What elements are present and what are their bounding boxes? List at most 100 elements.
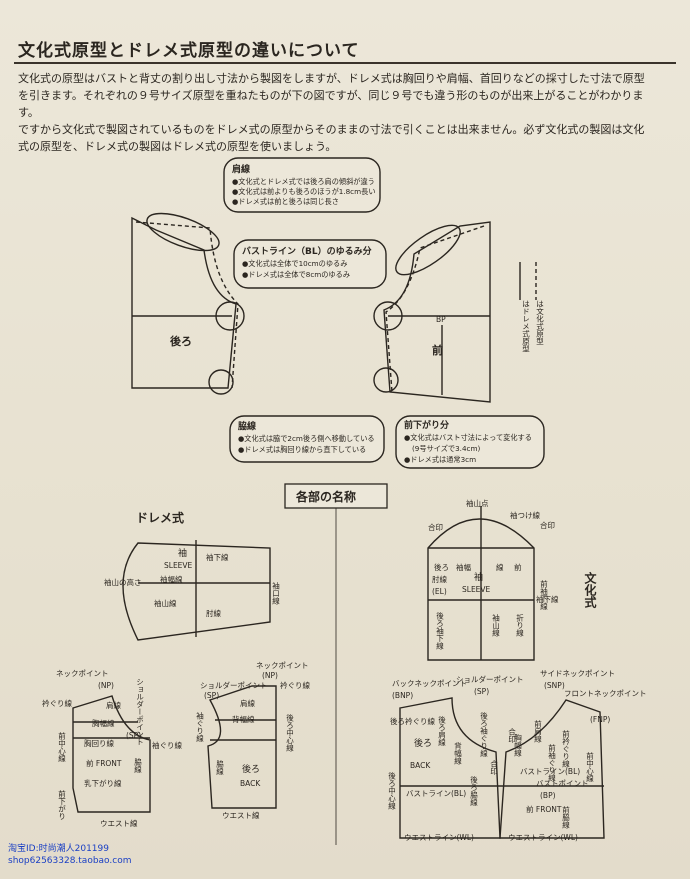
comparison-diagram bbox=[131, 157, 545, 469]
label: ネックポイント bbox=[256, 661, 309, 670]
bunka-sleeve-outline bbox=[427, 518, 535, 661]
label: 合印 bbox=[428, 522, 443, 532]
label: バストポイント bbox=[536, 779, 589, 788]
page-title: 文化式原型とドレメ式原型の違いについて bbox=[18, 41, 360, 61]
label: 乳下がり線 bbox=[84, 778, 122, 788]
names-heading-box bbox=[284, 483, 388, 845]
label: 肩線 bbox=[240, 698, 255, 708]
bunka-front-outline bbox=[499, 699, 605, 839]
label: 肘線 bbox=[432, 574, 447, 584]
shoulder-line: ●文化式とドレメ式では後ろ肩の傾斜が違う bbox=[232, 177, 375, 186]
front-drop-box bbox=[395, 415, 545, 469]
label: 袖山の高さ bbox=[104, 577, 142, 587]
names-heading: 各部の名称 bbox=[295, 489, 356, 504]
legend-solid: は文化式原型 bbox=[535, 300, 544, 346]
label: 後ろ bbox=[242, 763, 260, 775]
shoulder-line: ●ドレメ式は前と後ろは同じ長さ bbox=[232, 197, 339, 206]
label: 袖幅線 bbox=[160, 574, 183, 584]
label: 袖ぐり線 bbox=[152, 740, 182, 750]
label: 袖下線 bbox=[536, 594, 559, 604]
label: (EL) bbox=[432, 587, 447, 596]
label: 胸幅線 bbox=[513, 733, 522, 757]
label: 前下がり bbox=[57, 789, 66, 821]
label: ショルダーポイント bbox=[456, 674, 524, 684]
bust-line: ●ドレメ式は全体で8cmのゆるみ bbox=[242, 270, 350, 279]
shoulder-line: ●文化式は前よりも後ろのほうが1.8cm長い bbox=[232, 187, 376, 196]
label: 胸幅線 bbox=[92, 718, 115, 728]
front-bodice-dreme bbox=[385, 225, 485, 393]
label: 合印 bbox=[507, 727, 516, 745]
label: 衿ぐり線 bbox=[42, 698, 72, 708]
front-shoulder-circle bbox=[395, 224, 461, 276]
front-label: 前 bbox=[432, 343, 443, 357]
label: (FNP) bbox=[590, 715, 610, 724]
back-side-circle bbox=[208, 369, 234, 395]
label: ウエスト線 bbox=[222, 810, 260, 820]
label: 袖ぐり線 bbox=[195, 711, 204, 743]
label: 袖下線 bbox=[206, 552, 229, 562]
side-title: 脇線 bbox=[238, 420, 256, 432]
shop-id: 淘宝ID:时尚潮人201199 bbox=[8, 844, 109, 854]
label: 前脇線 bbox=[561, 805, 570, 829]
front-drop-line: (9号サイズで3.4cm) bbox=[412, 444, 480, 453]
side-line: ●ドレメ式は胸回り線から直下している bbox=[238, 445, 366, 454]
shoulder-box bbox=[223, 157, 381, 213]
bust-box bbox=[233, 239, 387, 289]
label: 背幅線 bbox=[232, 714, 255, 724]
label: 合印 bbox=[489, 759, 498, 777]
back-shoulder-circle bbox=[146, 212, 220, 252]
label: 袖山点 bbox=[466, 498, 489, 508]
label: 前中心線 bbox=[57, 731, 66, 763]
label: 前 bbox=[514, 562, 522, 572]
front-drop-line: ●文化式はバスト寸法によって変化する bbox=[404, 433, 532, 442]
side-box bbox=[229, 415, 385, 463]
dreme-heading: ドレメ式 bbox=[136, 510, 184, 525]
label: 線 bbox=[496, 562, 504, 572]
label: ウエストライン(WL) bbox=[508, 833, 578, 842]
label: 後ろ bbox=[434, 562, 449, 572]
label: 脇線 bbox=[215, 760, 224, 776]
back-bodice-dreme bbox=[135, 221, 239, 389]
label: 脇線 bbox=[133, 758, 142, 774]
label: 折り線 bbox=[515, 613, 524, 637]
label: 前中心線 bbox=[585, 751, 594, 783]
label: ウエスト線 bbox=[100, 818, 138, 828]
back-label: 後ろ bbox=[170, 334, 192, 348]
label: 後ろ中心線 bbox=[285, 713, 294, 752]
shop-url: shop62563328.taobao.com bbox=[8, 856, 132, 866]
back-bodice-outline bbox=[131, 216, 237, 389]
bunka-bodice bbox=[399, 697, 605, 839]
label: SLEEVE bbox=[462, 585, 491, 594]
title-underline bbox=[14, 62, 676, 64]
label: ショルダーポイント bbox=[200, 680, 268, 690]
shoulder-title: 肩線 bbox=[231, 163, 250, 175]
dreme-front-outline bbox=[72, 695, 151, 813]
label: BACK bbox=[410, 761, 431, 770]
intro-line: ですから文化式で製図されているものをドレメ式の原型からそのままの寸法で引くことは… bbox=[18, 123, 645, 136]
bunka-heading: 文化式 bbox=[583, 571, 597, 609]
label: (SNP) bbox=[544, 681, 565, 690]
label: バストライン(BL) bbox=[406, 789, 466, 798]
shop-watermark: 淘宝ID:时尚潮人201199 shop62563328.taobao.com bbox=[8, 843, 132, 867]
label: BACK bbox=[240, 779, 261, 788]
front-bodice-outline bbox=[383, 221, 491, 403]
label: バストライン(BL) bbox=[520, 767, 580, 776]
label: 肩線 bbox=[106, 700, 121, 710]
label: (BNP) bbox=[392, 691, 413, 700]
label: 合印 bbox=[540, 520, 555, 530]
bp-label: BP bbox=[436, 315, 446, 324]
label: 袖つけ線 bbox=[510, 510, 540, 520]
label: 前 FRONT bbox=[86, 758, 122, 768]
dreme-sleeve bbox=[122, 540, 271, 641]
bust-title: バストライン（BL）のゆるみ分 bbox=[242, 245, 372, 257]
label: (SP) bbox=[474, 687, 489, 696]
label: (BP) bbox=[540, 791, 556, 800]
bunka-back-outline bbox=[399, 697, 501, 839]
label: 前袖下線 bbox=[539, 579, 548, 611]
label: 後ろ bbox=[414, 737, 432, 749]
label: 後ろ中心線 bbox=[387, 771, 396, 810]
label: (SP) bbox=[204, 691, 219, 700]
label: 後ろ袖下線 bbox=[435, 611, 444, 650]
label: (NP) bbox=[262, 671, 278, 680]
